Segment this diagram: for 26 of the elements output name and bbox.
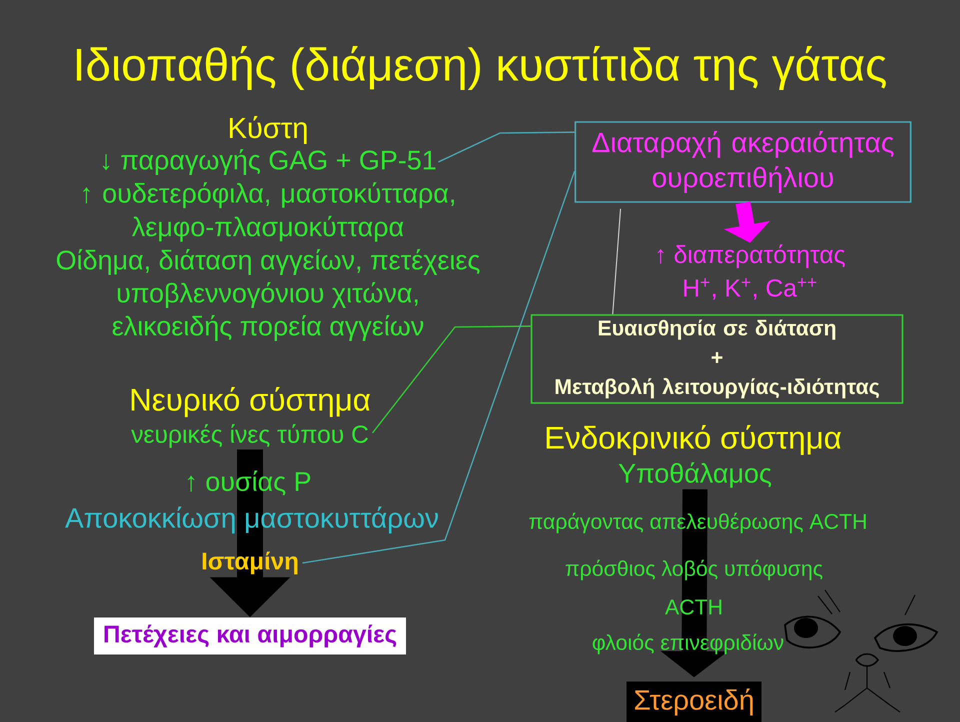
finding-text: Ισταμίνη [202, 552, 298, 574]
finding-text: ↑ ουσίας P [188, 470, 310, 496]
heading-text: Κύστη [230, 116, 307, 144]
finding-text: Οίδημα, διάταση αγγείων, πετέχειες [56, 249, 480, 275]
leader-line [302, 170, 576, 564]
finding-text: ↑ διαπερατότητας H$^{+}$, K$^{+}$, Ca$^{++}$ [658, 244, 845, 300]
process-box: Διαταραχή ακεραιότητας ουροεπιθήλιου [574, 121, 912, 203]
finding-text: ↓ παραγωγής GAG + GP-51 [102, 149, 436, 175]
finding-text: παράγοντας απελευθέρωσης ACTH [529, 512, 866, 534]
finding-text: Υποθάλαμος [618, 462, 772, 488]
finding-text: πρόσθιος λοβός υπόφυσης [566, 560, 822, 580]
finding-text: Αποκοκκίωση μαστοκυττάρων [65, 506, 438, 534]
finding-text: ACTH [665, 599, 722, 615]
slide-title: Ιδιοπαθής (διάμεση) κυστίτιδα της γάτας [76, 46, 886, 90]
result-box: Πετέχειες και αιμορραγίες [94, 618, 406, 654]
leader-line [438, 132, 575, 163]
finding-text: νευρικές ίνες τύπου C [131, 424, 368, 448]
heading-text: Νευρικό σύστημα [132, 386, 370, 418]
result-box: Στεροειδή [626, 682, 762, 722]
finding-text: ελικοειδής πορεία αγγείων [112, 315, 424, 341]
finding-text: ↑ ουδετερόφιλα, μαστοκύτταρα, λεμφο-πλασμοκύτταρα [83, 182, 454, 242]
process-box: Ευαισθησία σε διάταση + Μεταβολή λειτουργίας-ιδιότητας [530, 314, 904, 404]
finding-text: υποβλεννογόνιου χιτώνα, [118, 282, 418, 308]
leader-line [372, 326, 531, 434]
finding-text: φλοιός επινεφριδίων [592, 634, 784, 654]
leader-line [612, 208, 622, 315]
